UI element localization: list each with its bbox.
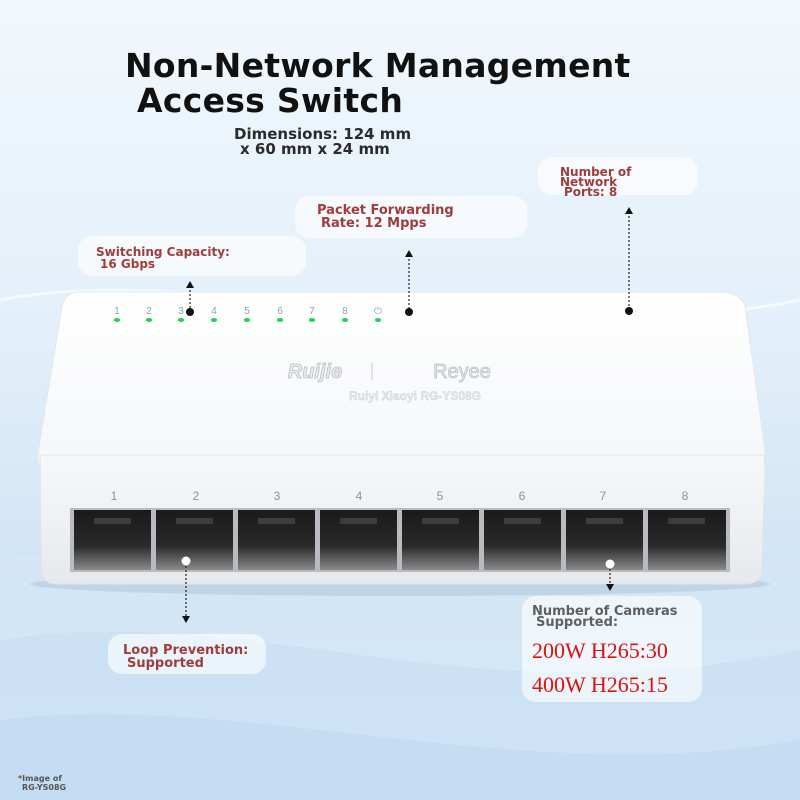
- packet-forwarding-callout: Packet Forwarding Rate: 12 Mpps: [295, 196, 527, 238]
- packet-forwarding-label: Packet Forwarding: [317, 203, 454, 218]
- led-indicator: [210, 318, 218, 322]
- port-label: 2: [193, 489, 200, 503]
- power-led-indicator: [374, 318, 382, 322]
- cameras-label-2: Supported:: [536, 615, 619, 630]
- loop-prevention-callout: Loop Prevention: Supported: [108, 634, 266, 674]
- network-ports-label: Number of Network: [560, 165, 632, 189]
- pointer-lines: [181, 207, 633, 623]
- model-name: Ruiyi Xiaoyi RG-YS08G: [349, 389, 481, 403]
- brand-ruijie: Ruijie: [288, 361, 342, 383]
- cameras-200w-value: 200W H265:30: [532, 638, 668, 663]
- cameras-label: Number of Cameras: [532, 604, 678, 619]
- led-row: 1 2 3 4 5 6 7 8 ⏻: [113, 306, 382, 322]
- led-label: 5: [244, 306, 250, 317]
- dimensions-line-1: Dimensions: 124 mm: [234, 125, 412, 143]
- ethernet-port: [238, 510, 315, 570]
- cameras-callout: Number of Cameras Supported: 200W H265:3…: [522, 596, 702, 702]
- led-label: 4: [211, 306, 217, 317]
- led-label: 2: [146, 306, 152, 317]
- led-label: 7: [309, 306, 315, 317]
- led-label: 6: [277, 306, 283, 317]
- port-label: 4: [356, 489, 363, 503]
- ethernet-port: [74, 510, 151, 570]
- led-indicator: [177, 318, 185, 322]
- image-footnote: *Image of RG-YS08G: [18, 774, 66, 792]
- switching-capacity-callout: Switching Capacity: 16 Gbps: [78, 236, 306, 276]
- switching-capacity-label: Switching Capacity:: [96, 245, 230, 259]
- led-indicator: [308, 318, 316, 322]
- loop-prevention-label: Loop Prevention:: [123, 643, 249, 658]
- cameras-400w-value: 400W H265:15: [532, 672, 668, 697]
- led-indicator: [145, 318, 153, 322]
- switching-capacity-value: 16 Gbps: [100, 257, 156, 271]
- title-line-1: Non-Network Management: [125, 46, 631, 85]
- led-label: 8: [342, 306, 348, 317]
- ethernet-port: [402, 510, 479, 570]
- loop-prevention-value: Supported: [127, 656, 204, 671]
- dimensions-line-2: x 60 mm x 24 mm: [240, 140, 390, 158]
- led-indicator: [243, 318, 251, 322]
- port-label: 3: [274, 489, 281, 503]
- ethernet-port: [156, 510, 233, 570]
- port-label: 6: [519, 489, 526, 503]
- network-ports-callout: Number of Network Ports: 8: [538, 157, 698, 199]
- led-indicator: [113, 318, 121, 322]
- ethernet-ports: [74, 510, 726, 570]
- page-title: Non-Network Management Access Switch: [125, 48, 631, 118]
- ethernet-port: [566, 510, 643, 570]
- network-ports-value: Ports: 8: [564, 185, 618, 199]
- footnote-line-1: *Image of: [18, 774, 62, 783]
- footnote-line-2: RG-YS08G: [22, 783, 67, 792]
- power-symbol: ⏻: [374, 306, 382, 317]
- port-label: 1: [111, 489, 118, 503]
- ethernet-port: [484, 510, 561, 570]
- led-label: 1: [114, 306, 120, 317]
- device-top: [36, 291, 766, 471]
- ethernet-port: [648, 510, 726, 570]
- packet-forwarding-value: Rate: 12 Mpps: [321, 216, 427, 231]
- led-indicator: [276, 318, 284, 322]
- port-label: 5: [437, 489, 444, 503]
- led-label: 3: [178, 306, 184, 317]
- brand-reyee: Reyee: [433, 361, 491, 383]
- port-label: 8: [682, 489, 689, 503]
- port-label: 7: [600, 489, 607, 503]
- port-label-row: 1 2 3 4 5 6 7 8: [111, 489, 689, 503]
- ethernet-port: [320, 510, 397, 570]
- title-line-2: Access Switch: [137, 81, 404, 120]
- led-indicator: [341, 318, 349, 322]
- brand-logo: Ruijie Reyee Ruiyi Xiaoyi RG-YS08G: [287, 361, 491, 404]
- dimensions-text: Dimensions: 124 mm x 60 mm x 24 mm: [234, 127, 411, 157]
